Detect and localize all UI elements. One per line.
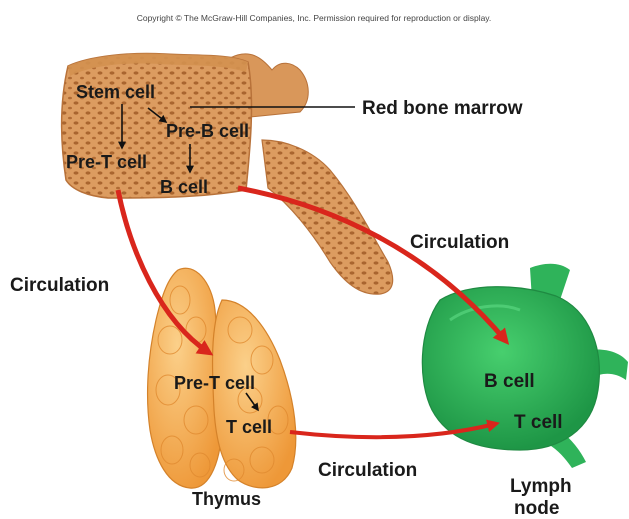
label-lymph: Lymph (510, 476, 572, 497)
label-b-cell-node: B cell (484, 371, 535, 392)
label-t-cell-thymus: T cell (226, 417, 272, 437)
vertebra-process-lower (262, 140, 393, 294)
label-thymus: Thymus (192, 489, 261, 509)
label-pre-t-cell-marrow: Pre-T cell (66, 152, 147, 172)
label-b-cell-marrow: B cell (160, 177, 208, 197)
label-circulation-left: Circulation (10, 275, 109, 296)
label-circulation-upper-right: Circulation (410, 232, 509, 253)
label-pre-t-cell-thymus: Pre-T cell (174, 373, 255, 393)
label-pre-b-cell: Pre-B cell (166, 121, 249, 141)
lymph-node-organ (422, 264, 628, 468)
lymph-node-body (422, 287, 599, 450)
label-node: node (514, 498, 559, 519)
label-t-cell-node: T cell (514, 412, 563, 433)
thymus-lobe-right (212, 300, 295, 488)
label-stem-cell: Stem cell (76, 82, 155, 102)
label-circulation-bottom: Circulation (318, 460, 417, 481)
copyright-notice: Copyright © The McGraw-Hill Companies, I… (137, 13, 492, 23)
label-red-bone-marrow: Red bone marrow (362, 98, 523, 119)
